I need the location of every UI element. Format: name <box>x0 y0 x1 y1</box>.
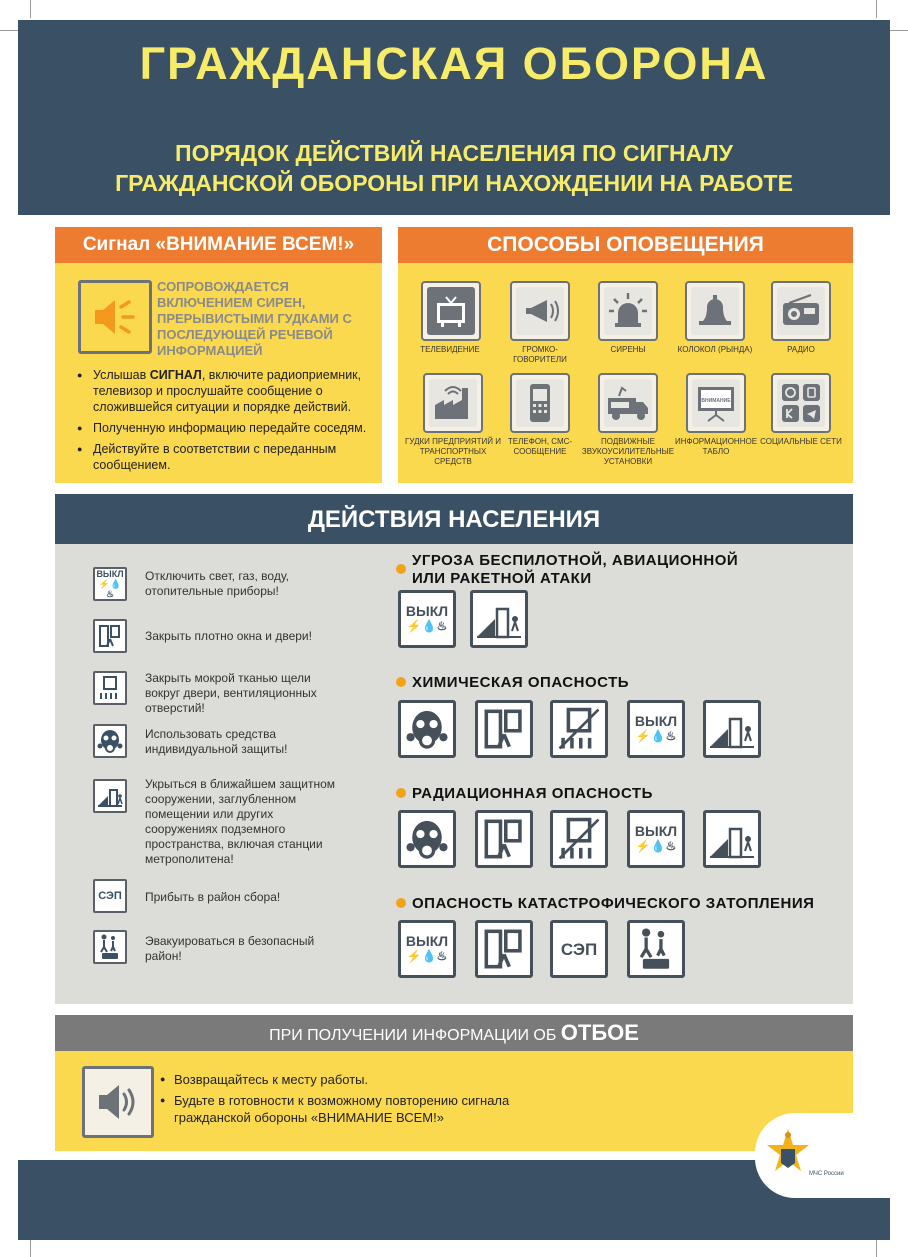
phone-icon <box>510 373 570 433</box>
power-off-icon: ВЫКЛ⚡💧♨ <box>93 567 127 601</box>
threat-title-3: РАДИАЦИОННАЯ ОПАСНОСТЬ <box>412 785 653 802</box>
threat-title-1: УГРОЗА БЕСПИЛОТНОЙ, АВИАЦИОННОЙ ИЛИ РАКЕ… <box>412 552 739 587</box>
board-text: ВНИМАНИЕ <box>701 398 731 404</box>
action-text-7: Эвакуироваться в безопасный район! <box>145 934 315 963</box>
crop-mark <box>876 1240 877 1257</box>
gas-mask-icon <box>398 700 456 758</box>
shelter-icon <box>93 779 127 813</box>
warning-label-radio: РАДИО <box>787 345 815 354</box>
logo-area: МЧС России <box>755 1113 895 1198</box>
gas-mask-icon <box>93 724 127 758</box>
shelter-icon <box>470 590 528 648</box>
loudspeaker-icon <box>510 281 570 341</box>
signal-instructions: Услышав СИГНАЛ, включите радиоприемник, … <box>77 367 377 478</box>
warning-label-board: ИНФОРМАЦИОННОЕ ТАБЛО <box>674 437 758 456</box>
threat-title-2: ХИМИЧЕСКАЯ ОПАСНОСТЬ <box>412 674 630 691</box>
power-off-icon: ВЫКЛ⚡💧♨ <box>398 920 456 978</box>
action-text-1: Отключить свет, газ, воду, отопительные … <box>145 569 289 598</box>
subtitle-line-2: ГРАЖДАНСКОЙ ОБОРОНЫ ПРИ НАХОЖДЕНИИ НА РА… <box>115 170 793 196</box>
signal-bullet-1: Услышав СИГНАЛ, включите радиоприемник, … <box>77 367 377 415</box>
threat-title-4: ОПАСНОСТЬ КАТАСТРОФИЧЕСКОГО ЗАТОПЛЕНИЯ <box>412 895 815 912</box>
seal-gaps-icon <box>93 671 127 705</box>
warning-label-phone: ТЕЛЕФОН, СМС-СООБЩЕНИЕ <box>507 437 573 456</box>
poster-header: ГРАЖДАНСКАЯ ОБОРОНА ПОРЯДОК ДЕЙСТВИЙ НАС… <box>18 20 890 215</box>
mchs-emblem-icon <box>767 1129 809 1171</box>
signal-title: Сигнал «ВНИМАНИЕ ВСЕМ!» <box>55 227 382 263</box>
speaker-icon-box <box>78 280 152 354</box>
speaker-icon <box>99 1085 135 1119</box>
gas-mask-icon <box>398 810 456 868</box>
seal-gaps-icon <box>550 700 608 758</box>
all-clear-bullet-2: Будьте в готовности к возможному повторе… <box>160 1092 580 1126</box>
crop-mark <box>30 0 31 18</box>
mchs-logo-text: МЧС России <box>809 1171 844 1177</box>
action-text-2: Закрыть плотно окна и двери! <box>145 629 312 643</box>
speaker-icon-box <box>82 1066 154 1138</box>
action-text-4: Использовать средства индивидуальной защ… <box>145 727 288 756</box>
signal-bullet-2: Полученную информацию передайте соседям. <box>77 420 377 436</box>
warning-methods-panel: СПОСОБЫ ОПОВЕЩЕНИЯ ТЕЛЕВИДЕНИЕ ГРОМКО- Г… <box>398 227 853 483</box>
warning-label-bell: КОЛОКОЛ (РЫНДА) <box>677 345 753 354</box>
power-off-icon: ВЫКЛ⚡💧♨ <box>627 810 685 868</box>
signal-bullet-3: Действуйте в соответствии с переданным с… <box>77 441 377 473</box>
warning-label-tv: ТЕЛЕВИДЕНИЕ <box>420 345 480 354</box>
shelter-icon <box>703 810 761 868</box>
shelter-icon <box>703 700 761 758</box>
board-icon: ВНИМАНИЕ <box>686 373 746 433</box>
power-off-icon: ВЫКЛ⚡💧♨ <box>398 590 456 648</box>
factory-icon <box>423 373 483 433</box>
social-icon <box>771 373 831 433</box>
crop-mark <box>0 30 18 31</box>
crop-mark <box>30 1240 31 1257</box>
warning-label-siren: СИРЕНЫ <box>610 345 646 354</box>
warning-label-factory: ГУДКИ ПРЕДПРИЯТИЙ И ТРАНСПОРТНЫХ СРЕДСТВ <box>405 437 501 466</box>
close-door-icon <box>475 920 533 978</box>
warning-label-truck: ПОДВИЖНЫЕ ЗВУКОУСИЛИТЕЛЬНЫЕ УСТАНОВКИ <box>581 437 675 466</box>
speaker-icon <box>95 300 135 334</box>
crop-mark <box>890 30 908 31</box>
evacuate-icon <box>93 930 127 964</box>
siren-icon <box>598 281 658 341</box>
close-door-icon <box>93 619 127 653</box>
close-door-icon <box>475 810 533 868</box>
signal-description: СОПРОВОЖДАЕТСЯ ВКЛЮЧЕНИЕМ СИРЕН, ПРЕРЫВИ… <box>157 279 352 358</box>
actions-title: ДЕЙСТВИЯ НАСЕЛЕНИЯ <box>55 494 853 544</box>
poster-footer <box>18 1160 890 1240</box>
sep-icon: СЭП <box>93 879 127 913</box>
warning-label-loudspeaker: ГРОМКО- ГОВОРИТЕЛИ <box>513 345 567 364</box>
bell-icon <box>685 281 745 341</box>
radio-icon <box>771 281 831 341</box>
threat-bullet <box>396 677 406 687</box>
page-title: ГРАЖДАНСКАЯ ОБОРОНА <box>139 38 769 89</box>
subtitle-line-1: ПОРЯДОК ДЕЙСТВИЙ НАСЕЛЕНИЯ ПО СИГНАЛУ <box>175 140 733 166</box>
page-subtitle: ПОРЯДОК ДЕЙСТВИЙ НАСЕЛЕНИЯ ПО СИГНАЛУ ГР… <box>18 138 890 198</box>
actions-panel: ДЕЙСТВИЯ НАСЕЛЕНИЯ ВЫКЛ⚡💧♨ Отключить све… <box>55 494 853 1004</box>
signal-panel: Сигнал «ВНИМАНИЕ ВСЕМ!» СОПРОВОЖДАЕТСЯ В… <box>55 227 382 483</box>
seal-gaps-icon <box>550 810 608 868</box>
truck-icon <box>598 373 658 433</box>
all-clear-bullet-1: Возвращайтесь к месту работы. <box>160 1071 580 1088</box>
warning-methods-title: СПОСОБЫ ОПОВЕЩЕНИЯ <box>398 227 853 263</box>
close-door-icon <box>475 700 533 758</box>
evacuate-icon <box>627 920 685 978</box>
threat-bullet <box>396 564 406 574</box>
warning-label-social: СОЦИАЛЬНЫЕ СЕТИ <box>760 437 842 446</box>
action-text-5: Укрыться в ближайшем защитном сооружении… <box>145 777 336 866</box>
power-off-icon: ВЫКЛ⚡💧♨ <box>627 700 685 758</box>
all-clear-panel: Возвращайтесь к месту работы. Будьте в г… <box>55 1051 853 1151</box>
sep-icon: СЭП <box>550 920 608 978</box>
tv-icon <box>421 281 481 341</box>
action-text-6: Прибыть в район сбора! <box>145 890 281 904</box>
all-clear-title: ПРИ ПОЛУЧЕНИИ ИНФОРМАЦИИ ОБ ОТБОЕ <box>55 1015 853 1051</box>
crop-mark <box>876 0 877 18</box>
threat-bullet <box>396 788 406 798</box>
all-clear-instructions: Возвращайтесь к месту работы. Будьте в г… <box>160 1071 580 1130</box>
threat-bullet <box>396 898 406 908</box>
action-text-3: Закрыть мокрой тканью щели вокруг двери,… <box>145 671 317 715</box>
